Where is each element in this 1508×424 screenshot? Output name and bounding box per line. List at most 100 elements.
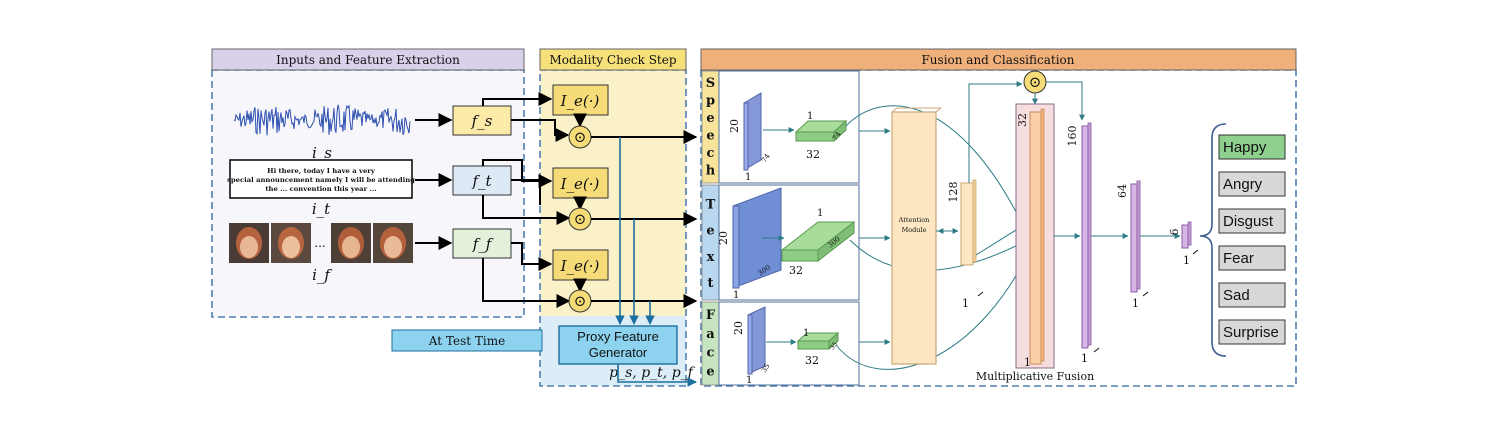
face-feature-w: 35 bbox=[760, 362, 772, 374]
text-stream: 20 1 300 1 32 300 bbox=[717, 187, 856, 301]
output-h: 6 bbox=[1168, 229, 1181, 236]
text-indicator-label: I_e(·) bbox=[560, 175, 600, 193]
face-input-label: i_f bbox=[312, 266, 332, 284]
face-reduced-block-side bbox=[828, 331, 839, 351]
text-reduced-w: 32 bbox=[789, 264, 803, 277]
modality-title: Modality Check Step bbox=[549, 53, 676, 67]
fusion-vector bbox=[1029, 111, 1042, 365]
proxy-feature-generator bbox=[558, 325, 678, 365]
attention-label-2: Module bbox=[902, 226, 927, 234]
product-to-fc-wire bbox=[1046, 81, 1085, 121]
face-frame-icon bbox=[229, 223, 269, 263]
face-reduced-d: 35 bbox=[829, 341, 839, 351]
face-indicator bbox=[552, 249, 609, 281]
speech-reduced-block-side bbox=[833, 119, 847, 143]
fusion-h: 32 bbox=[1016, 113, 1029, 127]
modality-section: Modality Check Step I_e(·) I_e(·) I_e(·)… bbox=[391, 48, 698, 387]
proxy-output-arrow bbox=[617, 364, 697, 387]
tab-letter: a bbox=[706, 327, 715, 342]
speech-to-indicator-wire bbox=[482, 92, 553, 106]
speech-feature-w: 74 bbox=[760, 152, 772, 164]
attention-to-product-wire bbox=[968, 81, 1023, 183]
face-stream-box bbox=[718, 301, 860, 386]
speech-feature-h: 20 bbox=[728, 119, 741, 133]
class-label-fear: Fear bbox=[1223, 250, 1254, 267]
class-label-happy: Happy bbox=[1223, 139, 1267, 156]
text-reduced-block-side bbox=[817, 220, 855, 263]
class-label-disgust: Disgust bbox=[1223, 213, 1274, 230]
fusion-header bbox=[700, 48, 1297, 71]
class-box-surprise bbox=[1218, 319, 1286, 345]
face-frames: ... bbox=[229, 223, 413, 263]
class-box-disgust bbox=[1218, 208, 1286, 234]
fusion-section: Fusion and Classification SpeechTextFace… bbox=[700, 48, 1297, 387]
tab-letter: S bbox=[706, 76, 715, 91]
fusion-w: 1 bbox=[1024, 356, 1031, 369]
inputs-title: Inputs and Feature Extraction bbox=[276, 53, 460, 67]
face-stream: 20 1 35 1 32 35 bbox=[732, 306, 840, 386]
class-brace bbox=[1199, 123, 1227, 357]
speech-input-label: i_s bbox=[312, 144, 332, 162]
face-reduced-block bbox=[797, 340, 830, 350]
class-box-sad bbox=[1218, 282, 1286, 308]
speech-reduced-d: 74 bbox=[831, 130, 843, 142]
text-indicator bbox=[552, 167, 609, 199]
text-feature-h: 20 bbox=[717, 231, 730, 245]
fc1-vector bbox=[1081, 125, 1089, 349]
face-frame-icon bbox=[373, 223, 413, 263]
speech-stream-box bbox=[718, 70, 860, 184]
face-frame-icon bbox=[331, 223, 371, 263]
text-input-box bbox=[229, 159, 413, 199]
attention-output-vector bbox=[960, 182, 974, 266]
speech-skip-connection bbox=[845, 105, 1031, 241]
fc2-w: 1 bbox=[1132, 297, 1139, 310]
speech-waveform-icon bbox=[233, 104, 411, 136]
speech-reduced-h: 1 bbox=[807, 111, 813, 122]
face-reduced-w: 32 bbox=[805, 354, 819, 367]
text-input-line-1: Hi there, today I have a very bbox=[267, 167, 376, 175]
speech-to-product-wire bbox=[511, 119, 570, 142]
tab-letter: F bbox=[706, 308, 716, 323]
face-product-symbol: ⊙ bbox=[574, 292, 587, 310]
test-time-label: At Test Time bbox=[428, 334, 505, 348]
speech-stream: 20 1 74 1 32 74 bbox=[728, 92, 848, 183]
text-skip-connection bbox=[849, 239, 1029, 271]
inputs-header bbox=[211, 48, 525, 71]
tab-letter: x bbox=[707, 250, 715, 265]
test-time-badge bbox=[391, 329, 543, 352]
attention-label-1: Attention bbox=[898, 216, 930, 224]
text-input-label: i_t bbox=[312, 200, 331, 218]
class-box-angry bbox=[1218, 171, 1286, 197]
text-feature-block bbox=[732, 205, 740, 289]
proxy-generator-line-1: Proxy Feature bbox=[577, 329, 659, 344]
tab-letter: p bbox=[706, 93, 715, 108]
class-label-angry: Angry bbox=[1223, 176, 1263, 193]
tab-letter: e bbox=[706, 111, 714, 126]
face-to-product-wire bbox=[482, 258, 571, 308]
face-to-indicator-wire bbox=[511, 242, 553, 271]
speech-feature-block bbox=[743, 102, 749, 171]
speech-feature-d: 1 bbox=[745, 172, 751, 183]
speech-extractor-label: f_s bbox=[471, 112, 493, 130]
class-box-fear bbox=[1218, 245, 1286, 271]
text-extractor bbox=[452, 165, 512, 196]
fusion-product-symbol: ⊙ bbox=[1029, 73, 1042, 91]
fusion-title: Fusion and Classification bbox=[921, 53, 1074, 67]
class-label-surprise: Surprise bbox=[1223, 324, 1279, 341]
tab-letter: T bbox=[706, 198, 716, 213]
face-extractor-label: f_f bbox=[472, 235, 494, 253]
text-wire bbox=[511, 179, 541, 205]
class-label-sad: Sad bbox=[1223, 287, 1250, 304]
tab-letter: c bbox=[707, 346, 715, 361]
text-product-symbol: ⊙ bbox=[574, 210, 587, 228]
inputs-section: Inputs and Feature Extraction i_s Hi the… bbox=[211, 48, 525, 318]
output-w: 1 bbox=[1183, 254, 1190, 267]
attention-output-h: 128 bbox=[947, 182, 960, 203]
text-input-line-3: the ... convention this year ... bbox=[265, 185, 376, 193]
speech-reduced-block bbox=[795, 131, 835, 142]
face-ellipsis: ... bbox=[314, 236, 325, 250]
face-feature-h: 20 bbox=[732, 321, 745, 335]
text-reduced-h: 1 bbox=[817, 208, 823, 219]
